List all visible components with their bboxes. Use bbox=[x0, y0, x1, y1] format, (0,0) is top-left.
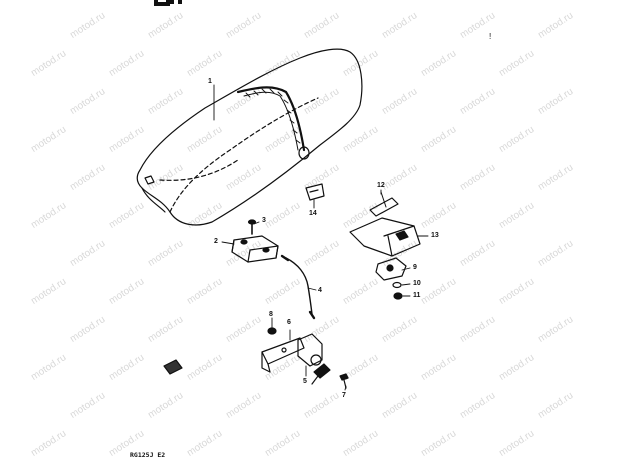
clip-part-14 bbox=[305, 183, 325, 201]
callout-10: 10 bbox=[413, 280, 421, 287]
callout-7: 7 bbox=[342, 392, 346, 399]
frame-code: RG125J E2 bbox=[130, 451, 166, 459]
callout-13: 13 bbox=[431, 232, 439, 239]
catch-part-9 bbox=[375, 257, 407, 281]
page-number-fragment bbox=[154, 0, 182, 6]
direction-arrow-icon bbox=[163, 359, 183, 375]
leader-lines bbox=[213, 84, 429, 391]
callout-6: 6 bbox=[287, 319, 291, 326]
callout-2: 2 bbox=[214, 238, 218, 245]
tool-bag-part-13 bbox=[349, 217, 421, 257]
lock-part-5 bbox=[297, 333, 331, 385]
callout-9: 9 bbox=[413, 264, 417, 271]
nut-part-11 bbox=[393, 292, 403, 300]
nut-part-8 bbox=[267, 327, 277, 335]
callout-4: 4 bbox=[318, 287, 322, 294]
callout-12: 12 bbox=[377, 182, 385, 189]
callout-1: 1 bbox=[208, 78, 212, 85]
screw-part-3 bbox=[247, 219, 257, 235]
plate-part-6 bbox=[261, 337, 305, 373]
callout-14: 14 bbox=[309, 210, 317, 217]
callout-8: 8 bbox=[269, 311, 273, 318]
bolt-part-7 bbox=[339, 373, 349, 389]
washer-part-10 bbox=[392, 281, 402, 289]
callout-11: 11 bbox=[413, 292, 421, 299]
seat-part-1 bbox=[136, 48, 363, 226]
bracket-part-2 bbox=[231, 235, 279, 263]
callout-5: 5 bbox=[303, 378, 307, 385]
callout-3: 3 bbox=[262, 217, 266, 224]
cable-part-4 bbox=[280, 254, 316, 320]
strap-part-12 bbox=[369, 191, 399, 217]
corner-mark: ! bbox=[489, 32, 492, 41]
